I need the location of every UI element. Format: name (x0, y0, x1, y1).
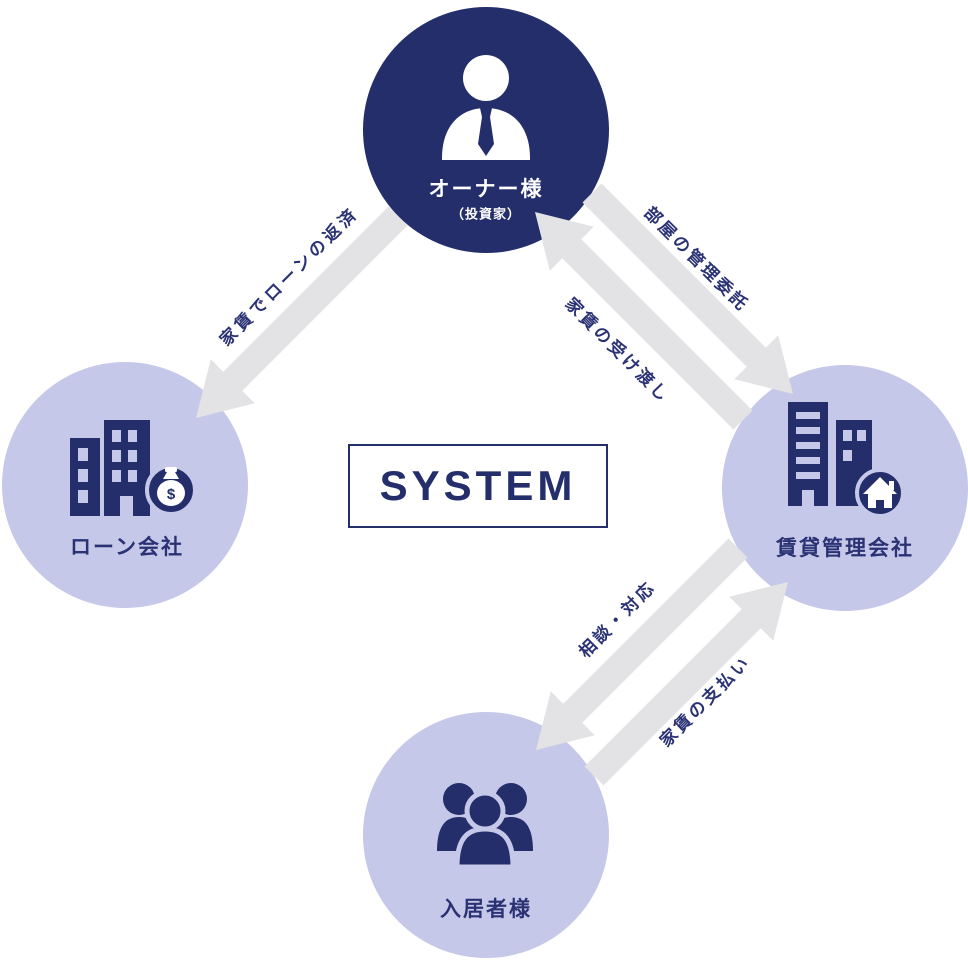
system-box-label: SYSTEM (379, 462, 577, 509)
money-bag-icon: $ (145, 464, 196, 516)
arrow-owner-to-management_company (582, 183, 793, 394)
buildings-money-icon: $ (70, 420, 196, 516)
tenant-label: 入居者様 (440, 898, 532, 921)
arrow-tenant-to-management_company (584, 582, 788, 786)
house-icon (855, 468, 905, 518)
arrow-management_company-to-owner (535, 212, 753, 430)
person-tie-icon (442, 55, 530, 160)
people-group-icon (437, 783, 533, 867)
arrow-management_company-to-tenant (536, 538, 748, 750)
buildings-house-icon (788, 402, 905, 518)
owner-label: オーナー様 (428, 178, 544, 201)
system-box: SYSTEM (348, 444, 608, 528)
tie-knot (480, 108, 492, 117)
arrow-owner-to-loan_company (196, 206, 408, 418)
management-company-label: 賃貸管理会社 (776, 537, 914, 560)
owner-sublabel: （投資家） (450, 206, 522, 222)
tie-blade (478, 117, 494, 156)
loan-company-label: ローン会社 (70, 536, 184, 559)
dollar-icon: $ (167, 486, 176, 503)
